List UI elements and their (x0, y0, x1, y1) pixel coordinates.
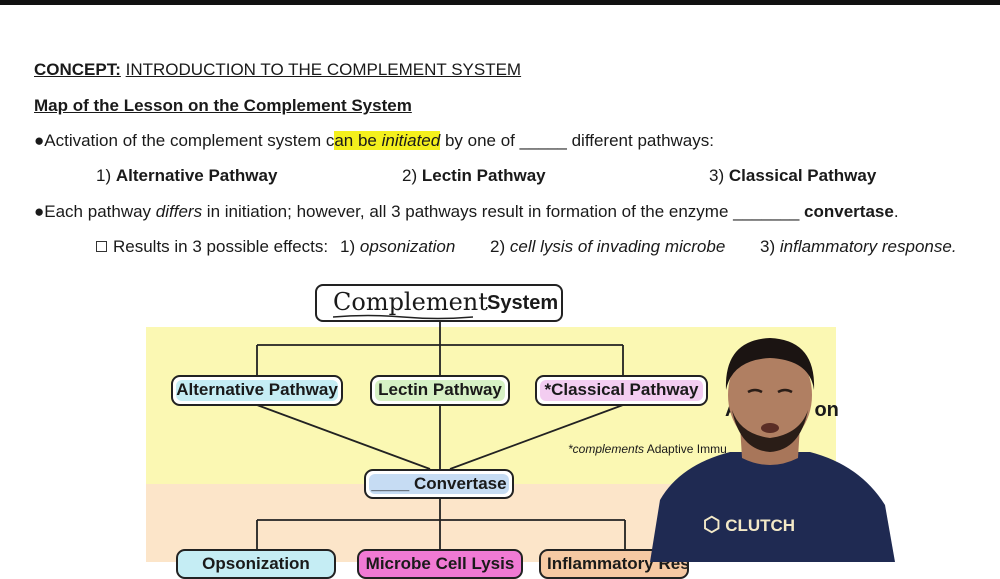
pathway-1-number: 1) (96, 166, 112, 185)
concept-label: CONCEPT: (34, 60, 121, 79)
diagram-title-handwritten: Complement (333, 288, 488, 316)
adaptive-note-italic: *complements (568, 442, 645, 456)
top-border (0, 0, 1000, 5)
highlight-italic: initiated (381, 131, 441, 150)
effect-3-label: inflammatory response. (779, 237, 957, 256)
partial-label-on: on (814, 399, 839, 421)
pathway-2-label: Lectin Pathway (421, 166, 546, 185)
node-lysis-label: Microbe Cell Lysis (365, 554, 515, 573)
adaptive-note: *complements Adaptive Immu (568, 442, 727, 456)
concept-heading: CONCEPT: INTRODUCTION TO THE COMPLEMENT … (34, 60, 521, 80)
concept-title: INTRODUCTION TO THE COMPLEMENT SYSTEM (125, 60, 522, 79)
bullet-convertase-mid: in initiation; however, all 3 pathways r… (202, 202, 805, 221)
bullet-activation: ●Activation of the complement system can… (34, 131, 714, 151)
effect-2-number: 2) (490, 237, 506, 256)
bullet-convertase-end: . (893, 202, 899, 221)
pathway-1-label: Alternative Pathway (115, 166, 278, 185)
highlighted-phrase: an be initiated (334, 131, 441, 150)
clutch-logo: ⬡ CLUTCH (703, 512, 795, 537)
effect-2: 2) cell lysis of invading microbe (490, 237, 725, 257)
map-title: Map of the Lesson on the Complement Syst… (34, 96, 412, 115)
bullet-activation-post: by one of _____ different pathways: (440, 131, 714, 150)
pathway-3: 3) Classical Pathway (709, 166, 876, 186)
bullet-convertase-bold: convertase (804, 202, 894, 221)
presenter-image (650, 338, 895, 562)
node-alternative-label: Alternative Pathway (176, 380, 338, 399)
node-classical-label: *Classical Pathway (544, 380, 699, 399)
effect-1-number: 1) (340, 237, 356, 256)
bullet-activation-pre: ●Activation of the complement system c (34, 131, 335, 150)
node-convertase-label: Convertase (413, 474, 507, 493)
node-opsonization: Opsonization (176, 549, 336, 579)
adaptive-note-rest: Adaptive Immu (644, 442, 727, 456)
node-classical-pathway: *Classical Pathway (535, 375, 708, 406)
pathway-1: 1) Alternative Pathway (96, 166, 277, 186)
effects-lead: Results in 3 possible effects: (113, 237, 329, 256)
node-cell-lysis: Microbe Cell Lysis (357, 549, 523, 579)
diagram-connectors (256, 322, 626, 552)
node-lectin-label: Lectin Pathway (378, 380, 502, 399)
bullet-convertase: ●Each pathway differs in initiation; how… (34, 202, 899, 222)
effect-2-label: cell lysis of invading microbe (509, 237, 726, 256)
convertase-blank: ____ (371, 474, 410, 493)
node-convertase: ____ Convertase (364, 469, 514, 499)
diagram-title: Complement System (315, 284, 563, 322)
bullet-convertase-italic: differs (155, 202, 203, 221)
pathway-2-number: 2) (402, 166, 418, 185)
node-opsonization-label: Opsonization (202, 554, 310, 573)
effect-3-number: 3) (760, 237, 776, 256)
diagram-title-bold: System (487, 292, 559, 314)
node-lectin-pathway: Lectin Pathway (370, 375, 510, 406)
effect-1: 1) opsonization (340, 237, 455, 257)
pathway-2: 2) Lectin Pathway (402, 166, 546, 186)
pathway-3-number: 3) (709, 166, 725, 185)
hexagon-icon: ⬡ (703, 514, 721, 536)
effects-line: Results in 3 possible effects: (96, 237, 328, 257)
bullet-convertase-pre: ●Each pathway (34, 202, 156, 221)
node-alternative-pathway: Alternative Pathway (171, 375, 343, 406)
title-underline-icon (333, 314, 473, 320)
effect-1-label: opsonization (359, 237, 456, 256)
clutch-logo-text: CLUTCH (725, 516, 796, 535)
pathway-3-label: Classical Pathway (728, 166, 877, 185)
checkbox-icon (96, 241, 107, 253)
highlight-plain: an be (334, 131, 382, 150)
effect-3: 3) inflammatory response. (760, 237, 957, 257)
